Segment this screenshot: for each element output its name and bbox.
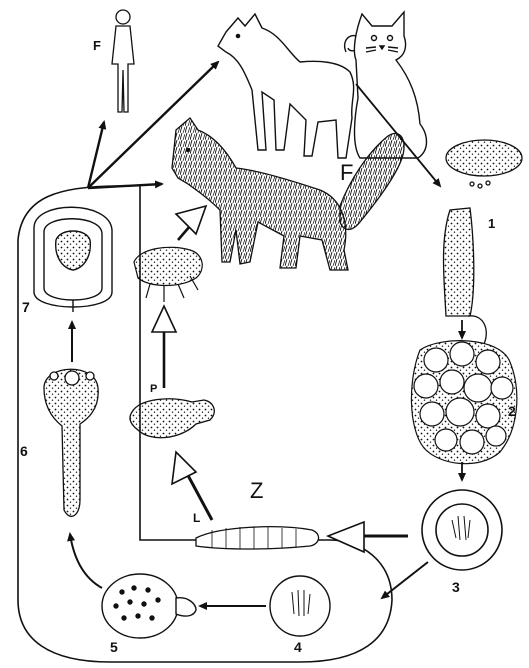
- larva-stage: [196, 527, 319, 549]
- fox-host-label: F: [340, 160, 353, 185]
- stage-6-label: 6: [20, 443, 28, 459]
- pupa-stage: [130, 399, 214, 438]
- stage-5-cysticercoid: [102, 574, 196, 638]
- stage-3-label: 3: [452, 579, 460, 595]
- arrow-stage-5-to-6: [70, 534, 102, 588]
- arrow-flea-to-fox: [176, 206, 206, 240]
- larva-label: L: [193, 511, 200, 525]
- stage-5-label: 5: [110, 639, 118, 655]
- arrow-larva-to-pupa: [172, 452, 212, 520]
- arrow-stage-3-to-larva: [328, 522, 408, 552]
- stage-2-label: 2: [508, 403, 516, 419]
- dog-host-figure: [218, 14, 361, 158]
- arrow-to-human: [88, 122, 104, 188]
- arrow-pupa-to-flea: [152, 306, 176, 388]
- stage-4-label: 4: [294, 639, 302, 655]
- stage-2-egg-cluster: [411, 341, 516, 464]
- stage-7-label: 7: [22, 299, 30, 315]
- stage-6-scolex: [44, 369, 98, 516]
- stage-1-label: 1: [488, 216, 495, 231]
- cycle-z-label: Z: [250, 478, 263, 503]
- stage-4-oncosphere: [270, 576, 330, 636]
- pupa-label: P: [150, 383, 157, 395]
- adult-flea: [134, 247, 202, 302]
- stage-7-cyst: [34, 207, 112, 312]
- stage-1-adult-worm: [444, 140, 523, 344]
- stage-3-egg: [422, 490, 502, 570]
- human-host-figure: [112, 10, 134, 112]
- human-host-label: F: [93, 38, 101, 53]
